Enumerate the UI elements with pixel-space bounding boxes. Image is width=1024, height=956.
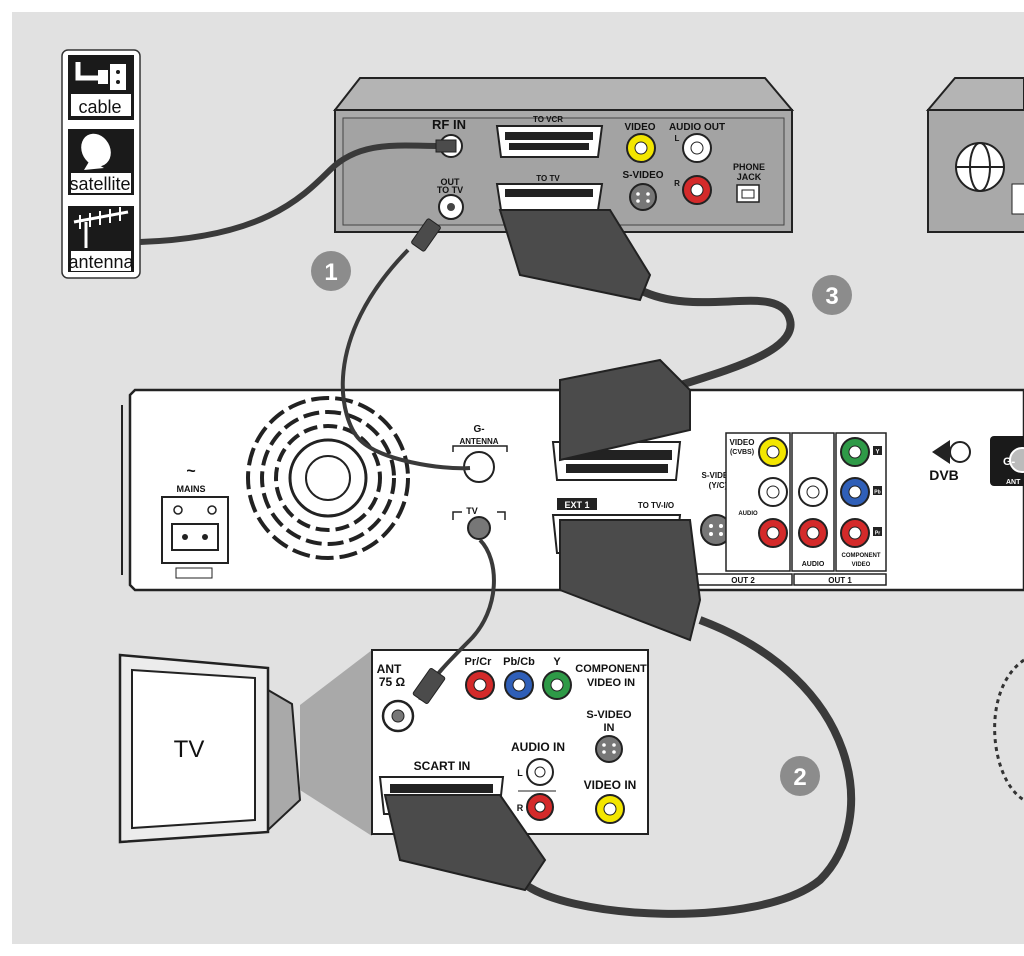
- component-y-mark: Y: [875, 450, 879, 456]
- scart-plug-settop: [498, 209, 652, 302]
- scart-plug-recorder-tv: [559, 519, 702, 642]
- tv-video-in-label: VIDEO IN: [584, 778, 637, 792]
- dvb-logo-text: DVB: [929, 467, 959, 483]
- tv-s-video-jack: [595, 735, 623, 763]
- scart-cable-2: [517, 616, 856, 918]
- to-vcr-label: TO VCR: [533, 115, 563, 124]
- coax-cable-1: [340, 248, 471, 471]
- component-pr-mark: Pr: [875, 531, 880, 537]
- antenna-icon: [68, 206, 134, 272]
- rf-in-label: RF IN: [432, 117, 466, 132]
- ext1-label: EXT 1: [564, 500, 589, 510]
- component-video-label-1: COMPONENT: [842, 553, 881, 559]
- rf-in-plug: [435, 139, 457, 153]
- antenna-feed-cable: [139, 142, 441, 245]
- tv-component-label-2: VIDEO IN: [587, 677, 635, 689]
- tv-y-label: Y: [553, 656, 561, 668]
- globe-icon: [955, 142, 1005, 192]
- recorder-s-video-label-2: (Y/C): [709, 481, 728, 490]
- tv-component-label-1: COMPONENT: [575, 663, 647, 675]
- out-to-tv-label-1: OUT: [441, 177, 461, 187]
- cable-icon: [68, 55, 134, 120]
- step-number-2: 2: [793, 764, 806, 791]
- tv-set: TV: [118, 653, 302, 844]
- phone-jack-label-2: JACK: [737, 172, 762, 182]
- tv-out-label: TV: [466, 506, 478, 516]
- mains-label: MAINS: [177, 484, 206, 494]
- s-video-label: S-VIDEO: [622, 170, 663, 181]
- antenna-in-jack: G- ANTENNA: [452, 424, 508, 483]
- tv-ant-label-1: ANT: [377, 662, 402, 676]
- video-cvbs-label-1: VIDEO: [730, 438, 755, 447]
- source-label-cable: cable: [78, 97, 121, 117]
- ant-badge-symbol: G-: [1003, 456, 1016, 468]
- ant-badge-label: ANT: [1006, 479, 1021, 486]
- phone-jack-label-1: PHONE: [733, 162, 765, 172]
- tv-pr-cr-label: Pr/Cr: [465, 656, 493, 668]
- antenna-icon-symbol: G-: [473, 424, 484, 435]
- step-number-1: 1: [324, 259, 337, 286]
- tv-audio-in-label: AUDIO IN: [511, 740, 565, 754]
- zoom-callout-shade: [300, 650, 372, 836]
- tv-scart-in-label: SCART IN: [414, 759, 471, 773]
- source-label-satellite: satellite: [69, 174, 130, 194]
- cooling-fan-grille: [246, 396, 410, 560]
- step-badge-3: 3: [812, 275, 852, 315]
- tv-out-jack: TV: [452, 506, 506, 540]
- out1-audio-label: AUDIO: [802, 561, 825, 568]
- second-device-box: [925, 77, 1024, 233]
- dotted-callout-circle: [993, 658, 1024, 802]
- audio-out-label: AUDIO OUT: [669, 122, 725, 133]
- scart-plug-recorder-ext1: [559, 358, 691, 462]
- video-cvbs-label-2: (CVBS): [730, 449, 754, 456]
- satellite-dish-icon: [68, 129, 134, 195]
- ant-in-badge: G- ANT: [990, 436, 1024, 486]
- mains-socket: [161, 496, 229, 579]
- coax-plug-1: [411, 218, 441, 252]
- recorder-av-outputs: VIDEO (CVBS) AUDIO AUDIO Y Pb P: [693, 432, 887, 586]
- signal-source-icons: cable satellite antenna: [61, 49, 141, 279]
- tv-s-video-label-2: IN: [604, 722, 615, 734]
- coax-plug-tv: [412, 668, 446, 704]
- video-out-jack-yellow: [626, 133, 656, 163]
- tv-audio-r-label: R: [517, 803, 524, 813]
- mains-symbol: ~: [186, 463, 195, 480]
- tv-audio-l-label: L: [517, 768, 523, 778]
- tv-pb-cb-label: Pb/Cb: [503, 656, 535, 668]
- to-tv-scart-socket: [495, 183, 604, 211]
- phone-jack: [736, 184, 760, 203]
- to-tv-label: TO TV: [536, 174, 560, 183]
- to-tv-io-label: TO TV-I/O: [638, 501, 674, 510]
- step-number-3: 3: [825, 283, 838, 310]
- video-label: VIDEO: [624, 122, 655, 133]
- step-badge-1: 1: [311, 251, 351, 291]
- step-badge-2: 2: [780, 756, 820, 796]
- component-video-label-2: VIDEO: [852, 562, 871, 568]
- out-to-tv-jack: [438, 194, 464, 220]
- s-video-jack: [629, 183, 657, 211]
- antenna-in-label: ANTENNA: [459, 437, 498, 446]
- out2-label: OUT 2: [731, 576, 755, 585]
- component-pb-mark: Pb: [874, 490, 880, 496]
- audio-out-l-jack-white: [682, 133, 712, 163]
- dvb-logo: DVB: [929, 440, 971, 483]
- audio-r-label: R: [674, 179, 680, 188]
- tv-ant-label-2: 75 Ω: [379, 675, 406, 689]
- tv-antenna-jack: [381, 699, 415, 733]
- out2-audio-side-label: AUDIO: [738, 511, 758, 517]
- scart-plug-tv: [383, 794, 547, 892]
- audio-l-label: L: [675, 134, 680, 143]
- to-vcr-scart-socket: [495, 125, 604, 158]
- out1-label: OUT 1: [828, 576, 852, 585]
- recorder-back-panel: ~ MAINS G- ANTENNA TV: [121, 388, 1024, 592]
- recorder-s-video-label-1: S-VIDEO: [702, 471, 735, 480]
- source-label-antenna: antenna: [68, 252, 134, 272]
- audio-out-r-jack-red: [682, 175, 712, 205]
- out-to-tv-label-2: TO TV: [437, 185, 463, 195]
- tv-s-video-label-1: S-VIDEO: [586, 709, 632, 721]
- tv-screen-label: TV: [174, 736, 205, 763]
- recorder-s-video-jack: S-VIDEO (Y/C): [700, 471, 735, 546]
- scart-cable-3: [638, 286, 795, 404]
